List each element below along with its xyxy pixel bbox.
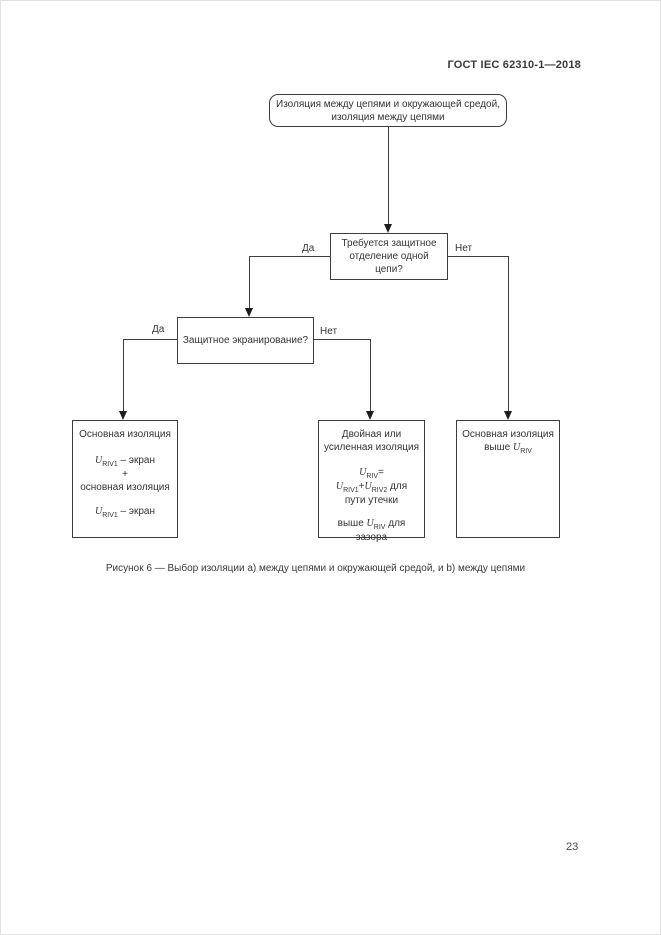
text-line: + (122, 469, 128, 480)
result-box-shielded: Основная изоляция URIV1 – экран + основн… (72, 420, 178, 538)
connector-line (508, 256, 509, 411)
formula: выше URIV (484, 442, 532, 455)
decision-box-separation-label: Требуется защитное отделение одной цепи? (341, 238, 437, 275)
start-box-label: Изоляция между цепями и окружающей средо… (276, 98, 500, 123)
page-number: 23 (566, 841, 579, 853)
result-box-basic: Основная изоляция выше URIV (456, 420, 560, 538)
result-box-basic-content: Основная изоляция выше URIV (461, 428, 555, 455)
text-line: Двойная или усиленная изоляция (323, 429, 420, 453)
arrow-down-icon (245, 308, 253, 317)
text-line: Основная изоляция (79, 429, 171, 440)
connector-line (370, 339, 371, 411)
result-box-double: Двойная или усиленная изоляция URIV= URI… (318, 420, 425, 543)
formula: URIV1 – экран (94, 455, 156, 468)
start-box: Изоляция между цепями и окружающей средо… (269, 94, 507, 127)
text-line: зазора (355, 532, 388, 543)
decision-box-shielding-label: Защитное экранирование? (182, 335, 309, 346)
branch-label-yes: Да (152, 324, 165, 335)
text-line: Основная изоляция (462, 429, 554, 440)
connector-line (448, 256, 508, 257)
formula: URIV1 – экран (94, 506, 156, 519)
branch-label-no: Нет (320, 326, 338, 337)
connector-line (249, 256, 250, 308)
arrow-down-icon (119, 411, 127, 420)
document-number: ГОСТ IEC 62310-1—2018 (447, 59, 581, 71)
result-box-double-content: Двойная или усиленная изоляция URIV= URI… (323, 428, 420, 544)
figure-caption: Рисунок 6 — Выбор изоляции a) между цепя… (105, 563, 526, 574)
arrow-down-icon (504, 411, 512, 420)
connector-line (314, 339, 370, 340)
text-line: пути утечки (344, 495, 399, 506)
formula: URIV1+URIV2 для (335, 481, 408, 494)
decision-box-shielding: Защитное экранирование? (177, 317, 314, 364)
result-box-shielded-content: Основная изоляция URIV1 – экран + основн… (77, 428, 173, 519)
branch-label-yes: Да (302, 243, 315, 254)
branch-label-no: Нет (455, 243, 473, 254)
arrow-down-icon (366, 411, 374, 420)
text-line: основная изоляция (80, 482, 170, 493)
formula: URIV= (359, 467, 384, 480)
connector-line (249, 256, 330, 257)
connector-line (123, 339, 177, 340)
decision-box-separation: Требуется защитное отделение одной цепи? (330, 233, 448, 280)
connector-line (123, 339, 124, 411)
arrow-down-icon (384, 224, 392, 233)
connector-line (388, 127, 389, 226)
formula: выше URIV для (337, 518, 406, 531)
